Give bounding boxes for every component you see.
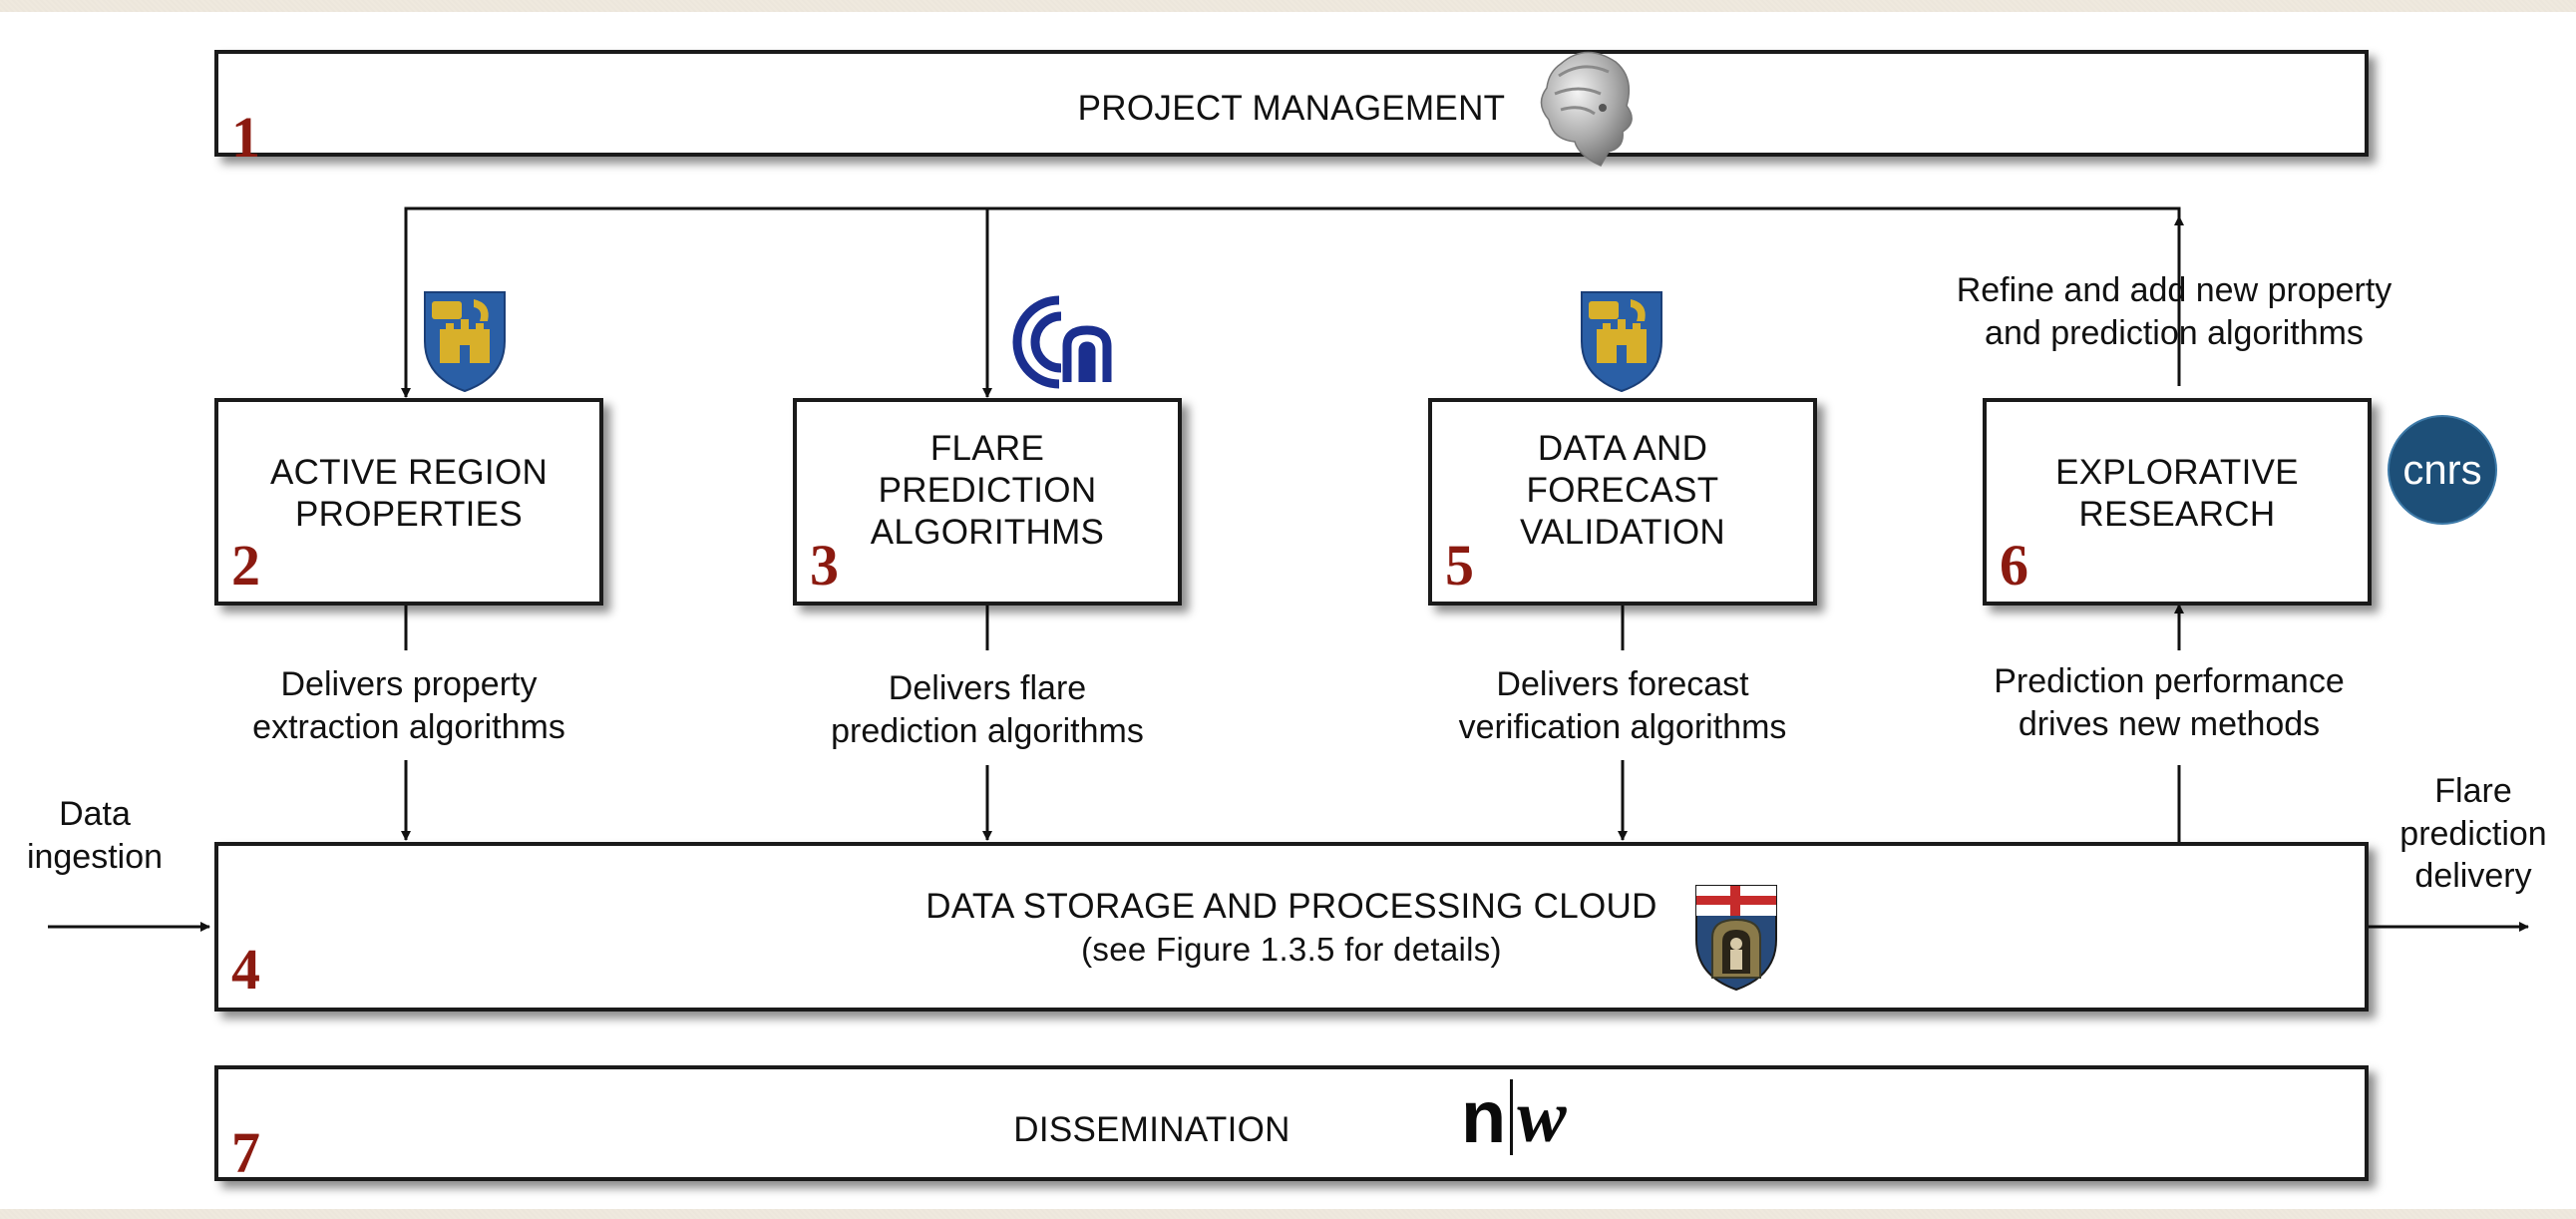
- dissemination-box: DISSEMINATION 7: [214, 1065, 2369, 1185]
- box-number-1: 1: [231, 105, 260, 170]
- flare-delivery-label: Flare prediction delivery: [2399, 772, 2547, 895]
- dissemination-label: DISSEMINATION: [1013, 1110, 1290, 1149]
- trinity-college-crest: [424, 291, 506, 393]
- flare-prediction-algorithms-label: FLARE PREDICTION ALGORITHMS: [870, 429, 1105, 552]
- fhnw-logo-w: w: [1517, 1076, 1567, 1158]
- delivers-flare-label: Delivers flare prediction algorithms: [831, 669, 1144, 750]
- delivers-property-label: Delivers property extraction algorithms: [252, 665, 565, 746]
- data-forecast-validation-label: DATA AND FORECAST VALIDATION: [1520, 429, 1725, 552]
- data-forecast-validation-box: DATA AND FORECAST VALIDATION 5: [1428, 398, 1817, 606]
- data-storage-cloud-box: DATA STORAGE AND PROCESSING CLOUD (see F…: [214, 842, 2369, 1012]
- box-number-2: 2: [231, 533, 260, 598]
- trinity-college-crest-2: [1581, 291, 1662, 393]
- delivers-forecast-label: Delivers forecast verification algorithm…: [1458, 665, 1787, 746]
- box-number-3: 3: [810, 533, 839, 598]
- cnrs-logo: cnrs: [2388, 415, 2497, 525]
- prediction-performance-label: Prediction performance drives new method…: [1994, 662, 2345, 743]
- box-number-6: 6: [2000, 533, 2028, 598]
- data-storage-cloud-label: DATA STORAGE AND PROCESSING CLOUD: [925, 887, 1657, 926]
- cnrs-logo-text: cnrs: [2402, 446, 2481, 493]
- fhnw-logo-n: n: [1461, 1075, 1507, 1158]
- explorative-research-label: EXPLORATIVE RESEARCH: [2055, 453, 2299, 534]
- explorative-research-box: EXPLORATIVE RESEARCH 6: [1983, 398, 2372, 606]
- refine-label: Refine and add new property and predicti…: [1956, 271, 2392, 352]
- fhnw-logo-bar: [1510, 1079, 1514, 1155]
- flare-prediction-algorithms-box: FLARE PREDICTION ALGORITHMS 3: [793, 398, 1182, 606]
- box-number-4: 4: [231, 937, 260, 1002]
- data-ingestion-label: Data ingestion: [26, 795, 164, 876]
- data-storage-cloud-sublabel: (see Figure 1.3.5 for details): [1081, 931, 1502, 968]
- cnr-logo: [1012, 295, 1112, 389]
- diagram-canvas: PROJECT MANAGEMENT 1 ACTIVE REGION PROPE…: [0, 12, 2576, 1209]
- project-management-label: PROJECT MANAGEMENT: [1077, 89, 1506, 128]
- box-number-7: 7: [231, 1120, 260, 1185]
- athena-head-logo: [1540, 51, 1633, 167]
- active-region-properties-box: ACTIVE REGION PROPERTIES 2: [214, 398, 603, 606]
- active-region-properties-label: ACTIVE REGION PROPERTIES: [269, 453, 549, 534]
- project-management-box: PROJECT MANAGEMENT 1: [214, 50, 2369, 167]
- box-number-5: 5: [1445, 533, 1474, 598]
- diagram-edges: [48, 206, 2529, 932]
- genova-crest: [1695, 885, 1777, 992]
